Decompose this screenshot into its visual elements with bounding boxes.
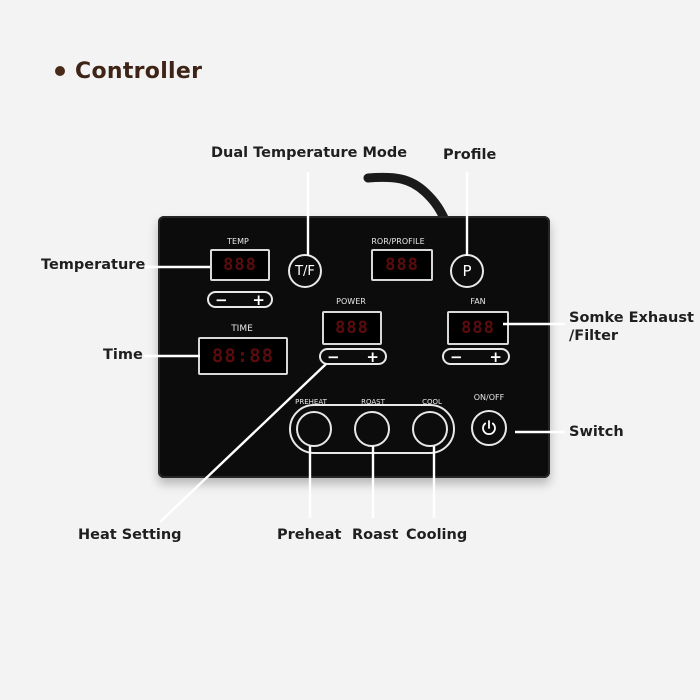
- controller-device: TEMP 888 − + T/F ROR/PROFILE 888 P POWER…: [158, 216, 550, 478]
- fan-plus-button[interactable]: +: [489, 347, 502, 366]
- power-icon: [482, 420, 496, 435]
- fan-display: 888: [447, 311, 509, 345]
- power-plus-button[interactable]: +: [366, 347, 379, 366]
- section-header: Controller: [55, 56, 202, 86]
- power-adjust-control: − +: [319, 347, 387, 366]
- cool-panel-label: COOL: [422, 398, 442, 406]
- page-title: Controller: [75, 58, 203, 84]
- fan-adjust-control: − +: [442, 347, 510, 366]
- power-minus-button[interactable]: −: [327, 347, 340, 366]
- callout-heat-setting: Heat Setting: [78, 527, 182, 543]
- callout-smoke-exhaust-line1: Somke Exhaust: [569, 310, 694, 326]
- temp-display: 888: [210, 249, 270, 281]
- temp-plus-button[interactable]: +: [252, 290, 265, 309]
- ror-profile-display: 888: [371, 249, 433, 281]
- fan-minus-button[interactable]: −: [450, 347, 463, 366]
- bullet-icon: [55, 66, 65, 76]
- callout-dual-temperature-mode: Dual Temperature Mode: [211, 145, 408, 161]
- time-display: 88:88: [198, 337, 288, 375]
- tf-button-label: T/F: [295, 263, 315, 279]
- callout-smoke-exhaust-line2: /Filter: [569, 328, 619, 344]
- on-off-panel-label: ON/OFF: [473, 393, 505, 402]
- power-panel-label: POWER: [336, 297, 366, 306]
- profile-button-label: P: [462, 262, 472, 280]
- leader-heat-setting: [159, 363, 327, 523]
- cool-button[interactable]: [412, 411, 448, 447]
- callout-roast: Roast: [352, 527, 399, 543]
- callout-cooling: Cooling: [406, 527, 468, 543]
- callout-preheat: Preheat: [277, 527, 342, 543]
- callout-temperature: Temperature: [41, 257, 146, 273]
- fan-panel-label: FAN: [470, 297, 486, 306]
- preheat-panel-label: PREHEAT: [295, 398, 327, 406]
- temp-minus-button[interactable]: −: [215, 290, 228, 309]
- preheat-button[interactable]: [296, 411, 332, 447]
- time-panel-label: TIME: [231, 324, 253, 334]
- tf-button[interactable]: T/F: [288, 254, 322, 288]
- callout-time: Time: [103, 347, 143, 363]
- temp-panel-label: TEMP: [227, 237, 249, 246]
- callout-profile: Profile: [443, 147, 497, 163]
- power-display: 888: [322, 311, 382, 345]
- ror-profile-panel-label: ROR/PROFILE: [371, 237, 425, 246]
- roast-panel-label: ROAST: [361, 398, 385, 406]
- power-switch-button[interactable]: [471, 410, 507, 446]
- temp-adjust-control: − +: [207, 290, 273, 309]
- callout-switch: Switch: [569, 424, 624, 440]
